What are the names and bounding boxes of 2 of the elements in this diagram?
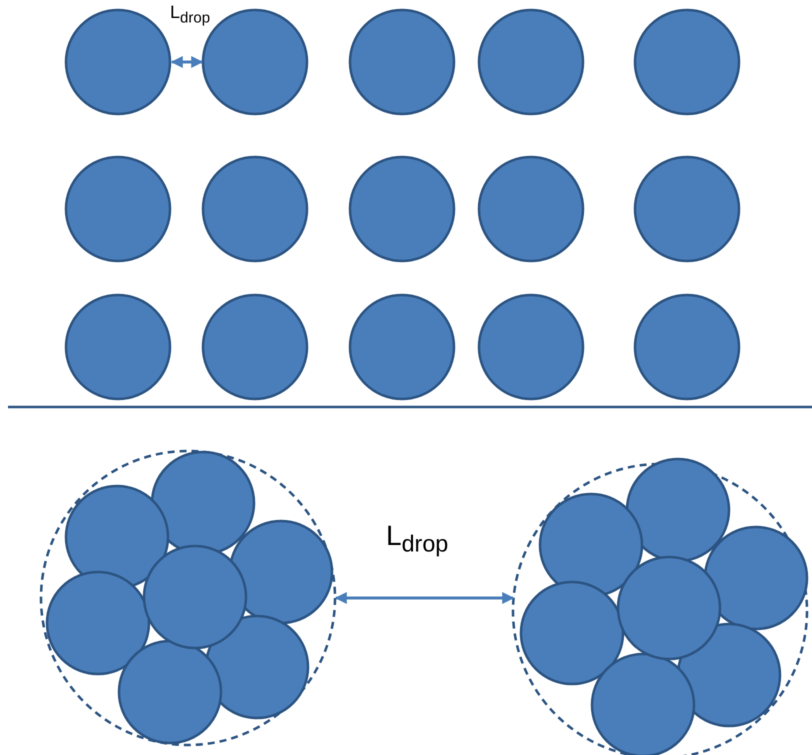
dimension-label: L$_{drop}$ — [170, 2, 210, 27]
dimension-label: L$_{drop}$ — [386, 520, 448, 558]
